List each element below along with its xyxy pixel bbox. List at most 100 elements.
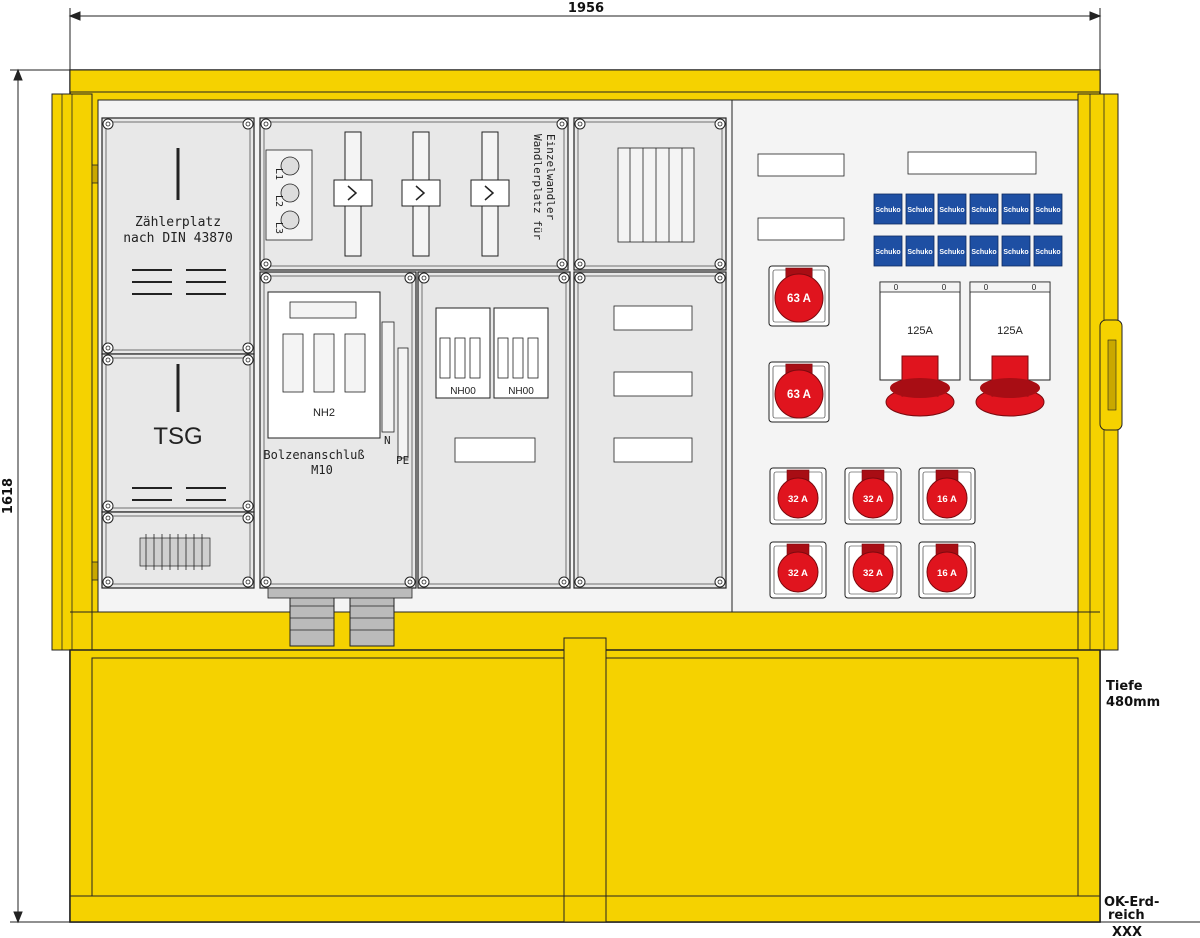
schuko-label: Schuko [1035, 249, 1060, 256]
schuko-socket: Schuko [937, 193, 967, 225]
neutral-label: N [384, 434, 391, 447]
ground-mark: XXX [1112, 925, 1142, 938]
screw [404, 576, 416, 588]
cee-socket-label: 16 A [937, 494, 957, 505]
schuko-label: Schuko [1003, 249, 1028, 256]
schuko-label: Schuko [875, 207, 900, 214]
screw [242, 576, 254, 588]
screw [558, 576, 570, 588]
cee-socket: 32 A [769, 467, 827, 525]
ground-label-2: reich [1108, 908, 1145, 923]
cee-socket: 32 A [844, 541, 902, 599]
schuko-label: Schuko [875, 249, 900, 256]
screw [102, 512, 114, 524]
phase-label-l1: L1 [273, 168, 284, 180]
screw [260, 118, 272, 130]
transformer-label-1: Wandlerplatz für [531, 134, 544, 240]
fuse-label-1: NH00 [450, 386, 476, 397]
schuko-label: Schuko [971, 249, 996, 256]
schuko-label: Schuko [939, 207, 964, 214]
bolt-connection-label-1: Bolzenanschluß [263, 448, 364, 462]
transformer-clamp-1 [333, 131, 373, 257]
transformer-panel [259, 117, 569, 271]
cee-socket: 32 A [844, 467, 902, 525]
big-outlet-1-mark-left: 0 [894, 283, 899, 292]
cee-socket-label: 32 A [863, 494, 883, 505]
cee-socket-label: 63 A [787, 389, 812, 401]
cable-gland-left [289, 593, 335, 647]
screw [574, 258, 586, 270]
screw [260, 576, 272, 588]
schuko-socket: Schuko [905, 235, 935, 267]
breaker-panel [573, 271, 727, 589]
screw [714, 576, 726, 588]
cee-socket-label: 16 A [937, 568, 957, 579]
schuko-label: Schuko [939, 249, 964, 256]
depth-label: Tiefe [1106, 679, 1143, 694]
cee-socket: 63 A [768, 265, 830, 327]
cee-socket: 32 A [769, 541, 827, 599]
protective-earth-label: PE [396, 454, 409, 467]
cable-gland-right [349, 593, 395, 647]
cee-socket-label: 32 A [788, 568, 808, 579]
big-outlet-2 [969, 281, 1051, 417]
big-outlet-2-rating: 125A [997, 325, 1023, 337]
screw [404, 272, 416, 284]
screw [242, 354, 254, 366]
main-switch-panel [259, 271, 417, 647]
cee-socket-label: 32 A [863, 568, 883, 579]
screw [102, 500, 114, 512]
terminal-panel [573, 117, 727, 271]
cee-socket: 16 A [918, 541, 976, 599]
screw [574, 272, 586, 284]
screw [714, 272, 726, 284]
big-outlet-1 [879, 281, 961, 417]
big-outlet-1-rating: 125A [907, 325, 933, 337]
screw [556, 258, 568, 270]
cee-socket-group: 63 A 63 A 32 A 32 A 16 A 32 A 32 A 16 A [768, 265, 976, 599]
fuse-panel [417, 271, 571, 589]
schuko-socket: Schuko [1033, 193, 1063, 225]
meter-field-label-2: nach DIN 43870 [123, 231, 233, 246]
screw [260, 272, 272, 284]
screw [418, 272, 430, 284]
ground-label-1: OK-Erd- [1104, 895, 1159, 910]
screw [714, 258, 726, 270]
screw [714, 118, 726, 130]
screw [556, 118, 568, 130]
width-dimension [68, 8, 1102, 70]
width-label: 1956 [568, 1, 604, 16]
schuko-socket: Schuko [937, 235, 967, 267]
cee-socket-label: 32 A [788, 494, 808, 505]
schuko-socket: Schuko [873, 193, 903, 225]
screw [418, 576, 430, 588]
big-outlet-2-mark-right: 0 [1032, 283, 1037, 292]
schuko-socket: Schuko [969, 193, 999, 225]
schuko-label: Schuko [907, 207, 932, 214]
transformer-label-2: Einzelwandler [544, 134, 557, 220]
depth-value: 480mm [1106, 695, 1160, 710]
screw [102, 354, 114, 366]
fuse-label-2: NH00 [508, 386, 534, 397]
transformer-clamp-3 [470, 131, 510, 257]
screw [242, 512, 254, 524]
schuko-label: Schuko [1035, 207, 1060, 214]
transformer-clamp-2 [401, 131, 441, 257]
cee-socket-label: 63 A [787, 293, 812, 305]
schuko-label: Schuko [971, 207, 996, 214]
schuko-label: Schuko [1003, 207, 1028, 214]
cee-socket: 63 A [768, 361, 830, 423]
big-outlet-1-mark-right: 0 [942, 283, 947, 292]
phase-label-l3: L3 [273, 222, 284, 234]
screw [102, 576, 114, 588]
bolt-connection-label-2: M10 [311, 463, 333, 477]
schuko-socket: Schuko [1033, 235, 1063, 267]
schuko-socket: Schuko [1001, 193, 1031, 225]
screw [242, 500, 254, 512]
screw [102, 342, 114, 354]
screw [242, 342, 254, 354]
meter-field-label-1: Zählerplatz [135, 215, 221, 230]
phase-label-l2: L2 [273, 195, 284, 207]
screw [260, 258, 272, 270]
